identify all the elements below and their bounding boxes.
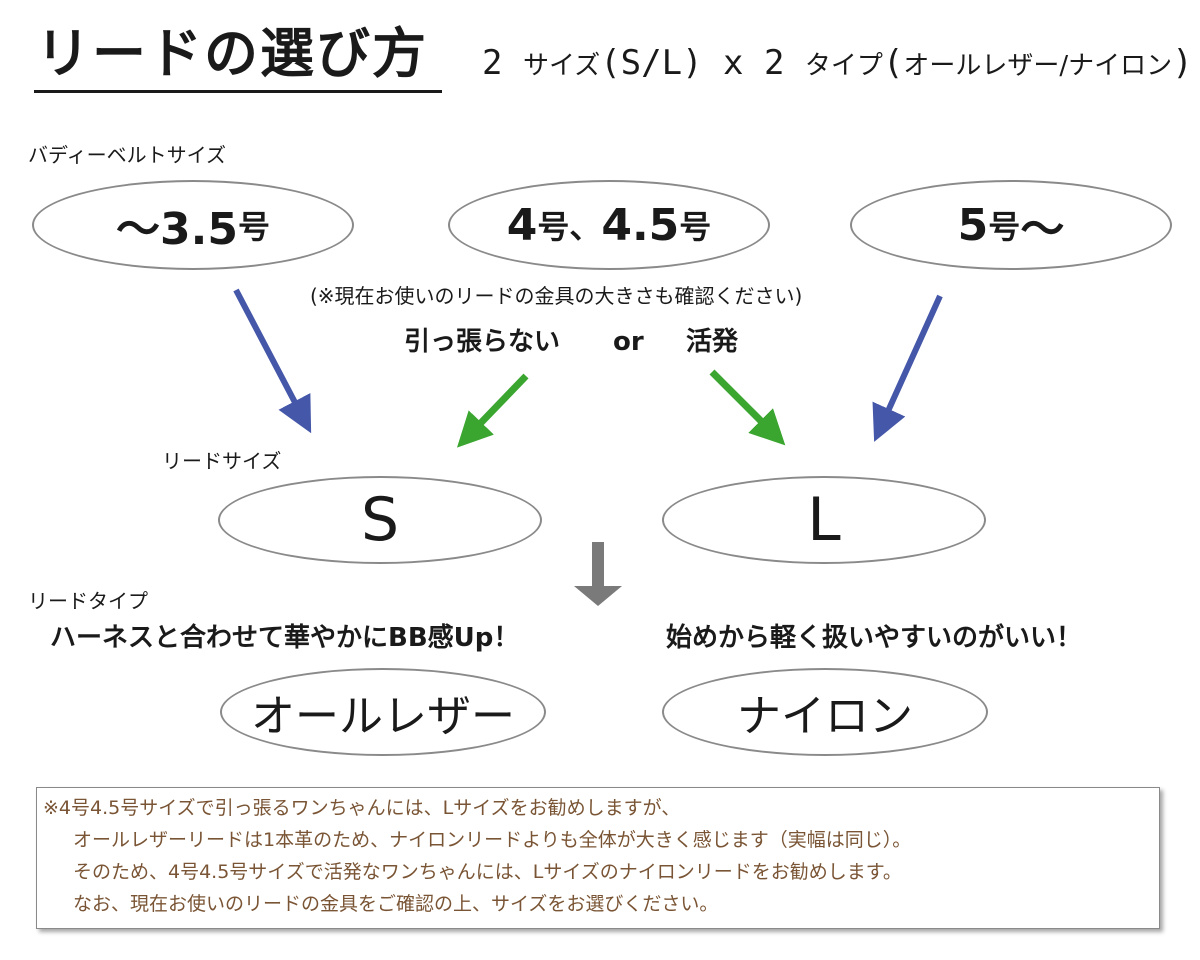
- belt-size-small-value: ～3.5: [116, 204, 238, 255]
- belt-size-large-tilde: ～: [1020, 204, 1065, 255]
- temperament-or: or: [613, 327, 644, 357]
- temperament-calm: 引っ張らない: [404, 327, 561, 357]
- subtitle-paren-close: ): [1172, 43, 1193, 83]
- lead-type-option-leather: オールレザー: [220, 668, 546, 756]
- title-underline: [34, 90, 442, 93]
- subtitle-type-options: オールレザー/ナイロン: [903, 51, 1173, 81]
- footnote-line-4: なお、現在お使いのリードの金具をご確認の上、サイズをお選びください。: [73, 893, 719, 915]
- belt-size-small-unit: 号: [237, 208, 270, 246]
- page-title: リードの選び方: [36, 22, 428, 85]
- belt-size-medium-unit-1: 号、: [537, 208, 602, 246]
- subtitle-paren-open: (: [882, 43, 904, 83]
- temperament-active: 活発: [686, 327, 739, 357]
- subtitle-type-word: タイプ: [804, 51, 883, 81]
- belt-size-large-value: 5: [957, 199, 989, 251]
- blue-arrow-small-to-s: [233, 288, 312, 434]
- green-arrow-active-to-l: [709, 369, 786, 446]
- gray-arrow-head: [574, 586, 622, 606]
- gray-arrow-shaft: [592, 542, 604, 588]
- footnote-line-3: そのため、4号4.5号サイズで活発なワンちゃんには、Lサイズのナイロンリードをお…: [73, 861, 902, 883]
- subtitle-count-1: 2: [482, 43, 503, 83]
- body-belt-size-label: バディーベルトサイズ: [28, 143, 226, 167]
- leather-description: ハーネスと合わせて華やかにBB感Up！: [50, 623, 520, 653]
- footnote-box: ※4号4.5号サイズで引っ張るワンちゃんには、Lサイズをお勧めしますが、 オール…: [36, 787, 1160, 929]
- belt-size-medium-value-1: 4: [506, 199, 538, 251]
- hardware-note: (※現在お使いのリードの金具の大きさも確認ください): [310, 284, 803, 308]
- lead-size-option-l: L: [662, 476, 986, 564]
- belt-size-medium-value-2: 4.5: [601, 199, 680, 251]
- lead-type-label: リードタイプ: [28, 589, 148, 613]
- belt-size-large-unit: 号: [988, 208, 1021, 246]
- belt-size-medium-unit-2: 号: [679, 208, 712, 246]
- footnote-line-1: ※4号4.5号サイズで引っ張るワンちゃんには、Lサイズをお勧めしますが、: [43, 797, 681, 819]
- lead-size-label: リードサイズ: [162, 449, 282, 473]
- blue-arrow-large-to-l: [872, 294, 943, 442]
- subtitle-size-options: (S/L) x 2: [600, 43, 785, 83]
- lead-type-option-nylon: ナイロン: [662, 668, 988, 756]
- subtitle-size-word: サイズ: [522, 51, 601, 81]
- lead-size-option-s: S: [218, 476, 542, 564]
- footnote-line-2: オールレザーリードは1本革のため、ナイロンリードよりも全体が大きく感じます（実幅…: [73, 829, 912, 851]
- nylon-description: 始めから軽く扱いやすいのがいい！: [666, 623, 1083, 653]
- green-arrow-calm-to-s: [457, 373, 529, 448]
- subtitle: 2 サイズ(S/L) x 2 タイプ(オールレザー/ナイロン): [482, 38, 1193, 91]
